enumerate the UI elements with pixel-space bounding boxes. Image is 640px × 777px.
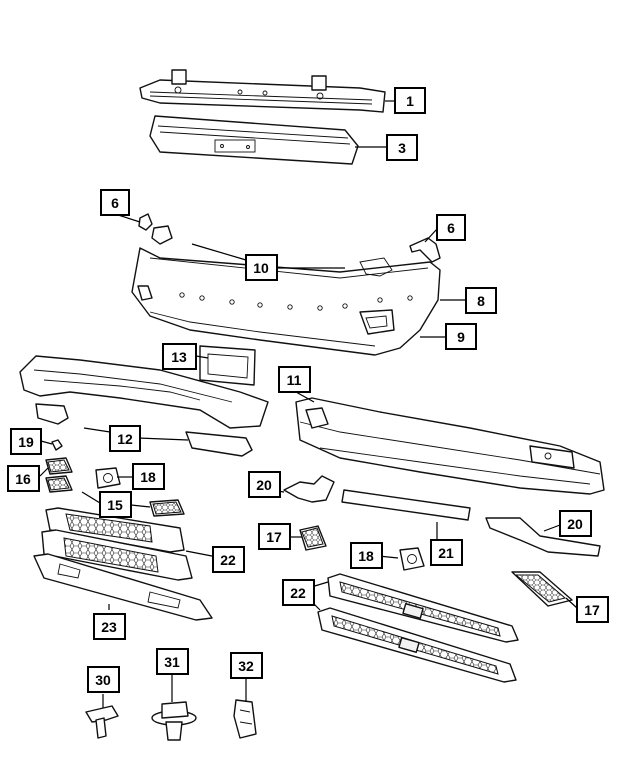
callout-6-right: 6 — [436, 214, 466, 241]
corner-trim-left-part — [283, 475, 335, 503]
callout-30: 30 — [87, 666, 120, 693]
svg-text:12: 12 — [117, 431, 133, 447]
svg-text:9: 9 — [457, 329, 465, 345]
fastener-31-part — [151, 701, 197, 741]
callout-20-right: 20 — [559, 510, 592, 537]
callout-9: 9 — [445, 323, 477, 350]
callout-22-right: 22 — [282, 579, 315, 606]
callout-13: 13 — [162, 343, 197, 370]
callout-19: 19 — [10, 428, 42, 455]
callout-3: 3 — [386, 134, 418, 161]
svg-text:19: 19 — [18, 434, 34, 450]
callout-16: 16 — [7, 465, 40, 492]
energy-absorber-part — [149, 115, 359, 165]
svg-text:31: 31 — [164, 654, 180, 670]
svg-text:23: 23 — [101, 619, 117, 635]
callout-21: 21 — [430, 539, 463, 566]
svg-text:17: 17 — [266, 529, 282, 545]
license-plate-bracket-part — [199, 345, 256, 386]
fastener-32-part — [233, 699, 257, 739]
grille-insert-16-part — [45, 457, 73, 493]
svg-text:6: 6 — [111, 195, 119, 211]
bumper-reinforcement-part — [139, 69, 386, 113]
callout-10: 10 — [245, 254, 278, 281]
svg-text:16: 16 — [15, 471, 31, 487]
svg-text:18: 18 — [140, 469, 156, 485]
fog-bezel-left-part — [35, 403, 69, 425]
callout-11: 11 — [278, 366, 311, 393]
fog-cover-left-part — [95, 467, 121, 489]
callout-8: 8 — [465, 287, 497, 314]
callout-18-left: 18 — [132, 463, 165, 490]
svg-text:1: 1 — [406, 93, 414, 109]
callout-17-right: 17 — [576, 596, 609, 623]
grille-insert-15-part — [149, 499, 185, 517]
lower-fascia-part — [19, 355, 269, 429]
callout-31: 31 — [156, 648, 189, 675]
svg-text:6: 6 — [447, 220, 455, 236]
fascia-bracket-left-part — [138, 213, 173, 245]
lower-grille-right-part — [317, 573, 519, 683]
svg-text:3: 3 — [398, 140, 406, 156]
svg-text:30: 30 — [95, 672, 111, 688]
callout-12: 12 — [109, 425, 141, 452]
svg-text:10: 10 — [253, 260, 269, 276]
clip-19-part — [51, 439, 63, 451]
callout-17-left: 17 — [258, 523, 291, 550]
svg-text:8: 8 — [477, 293, 485, 309]
callout-22-left: 22 — [212, 546, 245, 573]
center-trim-strip-part — [341, 489, 471, 521]
svg-text:22: 22 — [220, 552, 236, 568]
lower-trim-23-part — [33, 553, 213, 621]
svg-text:17: 17 — [584, 602, 600, 618]
callout-20-left: 20 — [248, 471, 281, 498]
callout-6-left: 6 — [100, 189, 130, 216]
svg-text:18: 18 — [358, 548, 374, 564]
svg-text:20: 20 — [567, 516, 583, 532]
fog-cover-right-part — [399, 547, 425, 571]
callout-18-right: 18 — [350, 542, 383, 569]
callout-23: 23 — [93, 613, 126, 640]
callout-15: 15 — [99, 491, 132, 518]
svg-text:11: 11 — [287, 372, 302, 388]
svg-text:20: 20 — [256, 477, 272, 493]
callout-32: 32 — [230, 652, 263, 679]
callout-1: 1 — [394, 87, 426, 114]
grille-insert-17-left-part — [299, 525, 327, 551]
fascia-bracket-right-part — [409, 237, 441, 263]
fastener-30-part — [85, 705, 119, 739]
lower-grille-left-part — [41, 507, 193, 581]
lower-fascia-11-part — [295, 397, 605, 495]
svg-text:21: 21 — [438, 545, 454, 561]
front-fascia-part — [131, 247, 441, 356]
fog-bezel-right-part — [185, 431, 253, 457]
leader-lines — [39, 100, 578, 708]
svg-text:13: 13 — [171, 349, 187, 365]
svg-text:22: 22 — [290, 585, 306, 601]
svg-text:15: 15 — [107, 497, 123, 513]
grille-insert-17-right-part — [511, 571, 573, 607]
svg-text:32: 32 — [238, 658, 254, 674]
corner-trim-right-part — [485, 517, 601, 557]
